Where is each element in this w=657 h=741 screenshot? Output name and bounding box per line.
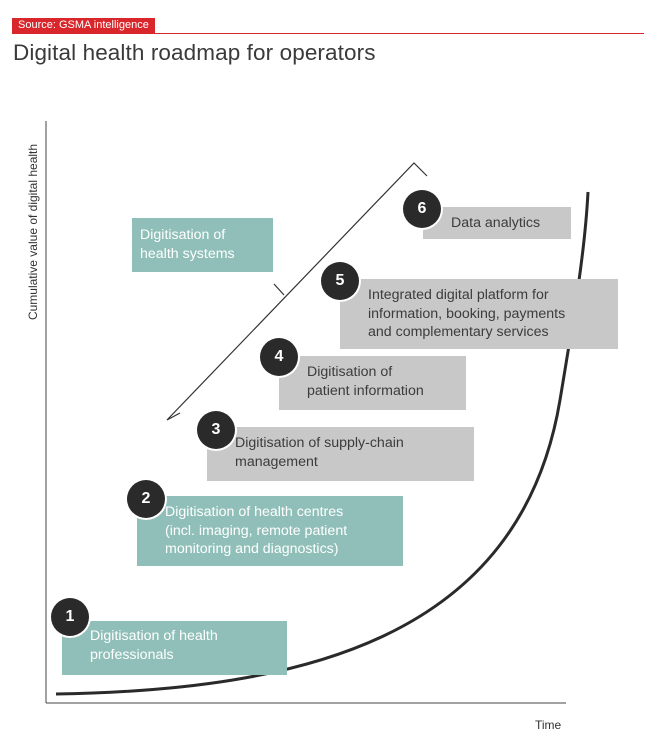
step-4-label: Digitisation of patient information [307,364,424,399]
step-5-label: Integrated digital platform for informat… [368,287,566,340]
x-axis-label: Time [535,718,562,732]
step-6-box: Data analytics [423,207,571,239]
growth-curve [55,191,590,696]
step-3-badge: 3 [197,411,235,449]
step-2-box: Digitisation of health centres (incl. im… [137,496,403,566]
source-tag: Source: GSMA intelligence [12,18,155,33]
step-1-badge: 1 [51,598,89,636]
page-title: Digital health roadmap for operators [13,40,376,65]
step-5-badge: 5 [321,262,359,300]
step-2-badge: 2 [127,480,165,518]
step-5-box: Integrated digital platform for informat… [340,279,618,349]
step-1-box: Digitisation of health professionals [62,621,287,675]
step-3-box: Digitisation of supply-chain management [207,427,474,481]
bracket-tick [273,283,285,296]
bracket-label-box: Digitisation of health systems [132,218,273,272]
bracket-line [166,162,428,421]
source-rule [12,33,644,34]
step-6-badge: 6 [403,190,441,228]
step-2-label: Digitisation of health centres (incl. im… [165,504,348,557]
step-3-label: Digitisation of supply-chain management [235,435,404,470]
step-1-label: Digitisation of health professionals [90,628,218,663]
bracket-label: Digitisation of health systems [140,227,235,262]
step-6-label: Data analytics [451,215,541,231]
y-axis-label: Cumulative value of digital health [26,143,40,321]
step-4-badge: 4 [260,338,298,376]
step-4-box: Digitisation of patient information [279,356,466,410]
